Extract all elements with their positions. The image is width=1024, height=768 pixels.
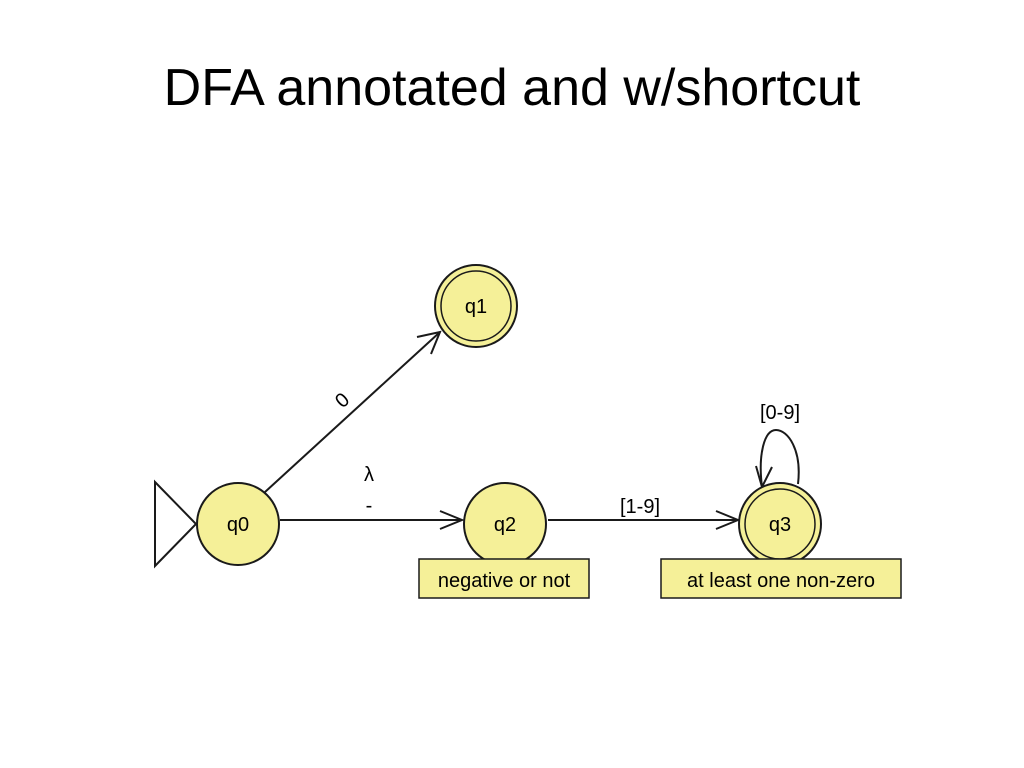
state-q1: q1 (434, 264, 518, 348)
transition-q0-q1: 0 (264, 330, 442, 493)
slide-title: DFA annotated and w/shortcut (163, 59, 861, 117)
note-label-q3: at least one non-zero (687, 570, 875, 592)
state-label-q3: q3 (769, 514, 791, 536)
state-label-q1: q1 (465, 296, 487, 318)
state-label-q0: q0 (227, 514, 249, 536)
note-label-q2: negative or not (438, 570, 571, 592)
transition-label-q2-q3: [1-9] (620, 496, 660, 518)
transition-label-minus: - (366, 495, 373, 517)
state-q2: q2 (463, 482, 547, 566)
start-state-marker (154, 479, 198, 569)
transition-q2-q3: [1-9] (548, 496, 741, 530)
state-label-q2: q2 (494, 514, 516, 536)
note-q2: negative or not (418, 558, 590, 599)
transition-label-q3-self: [0-9] (760, 402, 800, 424)
transition-q3-self-loop: [0-9] (755, 402, 800, 490)
transition-label-lambda: λ (364, 464, 374, 486)
state-q0: q0 (196, 482, 280, 566)
transition-q0-q2: λ - (280, 464, 465, 530)
note-q3: at least one non-zero (660, 558, 902, 599)
state-q3: q3 (738, 482, 822, 566)
transition-label-q0-q1: 0 (331, 389, 354, 413)
